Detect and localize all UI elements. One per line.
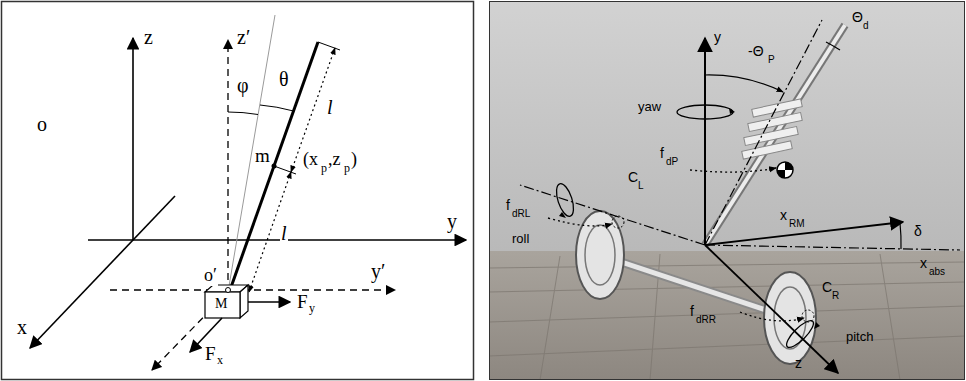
force-subscript: dP	[666, 156, 678, 167]
robot-photo	[489, 1, 965, 380]
axis-label: x	[920, 256, 927, 271]
force-label: F	[296, 292, 309, 313]
angle-label: Θ	[852, 10, 863, 25]
length-label: l	[326, 96, 334, 118]
force-label: f	[690, 304, 694, 319]
coordinate-label: (x	[302, 150, 319, 170]
contact-label: C	[822, 280, 832, 295]
contact-subscript: R	[832, 290, 839, 301]
force-subscript: dRL	[512, 208, 530, 219]
force-subscript: dRR	[696, 314, 716, 325]
coordinate-label: )	[350, 150, 358, 170]
axis-label: y	[446, 210, 458, 232]
rotation-label: pitch	[846, 330, 873, 344]
cart-mass-label: M	[214, 296, 228, 311]
origin-label: o′	[203, 266, 218, 286]
axis-label: y′	[370, 260, 386, 282]
angle-subscript: d	[863, 20, 869, 31]
contact-label: C	[628, 170, 638, 185]
angle-label: δ	[914, 224, 922, 239]
pendulum-schematic	[2, 2, 474, 380]
rotation-label: roll	[512, 232, 529, 246]
angle-label: φ	[236, 74, 250, 96]
axis-label: x	[16, 316, 28, 338]
axis-label: x	[780, 208, 787, 223]
axis-subscript: abs	[929, 266, 945, 277]
force-label: f	[660, 146, 664, 161]
axis-subscript: RM	[789, 218, 805, 229]
axis-label: z	[795, 356, 802, 371]
force-label: F	[204, 344, 217, 365]
force-subscript: x	[216, 354, 224, 367]
mass-label: m	[254, 146, 271, 167]
force-subscript: y	[308, 302, 316, 315]
coordinate-label: ,z	[327, 150, 342, 170]
rotation-label: yaw	[638, 100, 661, 114]
angle-subscript: P	[768, 54, 775, 65]
origin-label: o	[36, 113, 48, 135]
contact-subscript: L	[638, 180, 644, 191]
angle-label: θ	[278, 68, 290, 90]
force-label: f	[506, 198, 510, 213]
axis-label: z′	[236, 26, 251, 48]
axis-label: y	[714, 30, 721, 45]
length-label: l	[280, 222, 288, 244]
angle-label: -Θ	[748, 44, 764, 59]
axis-label: z	[143, 26, 154, 48]
